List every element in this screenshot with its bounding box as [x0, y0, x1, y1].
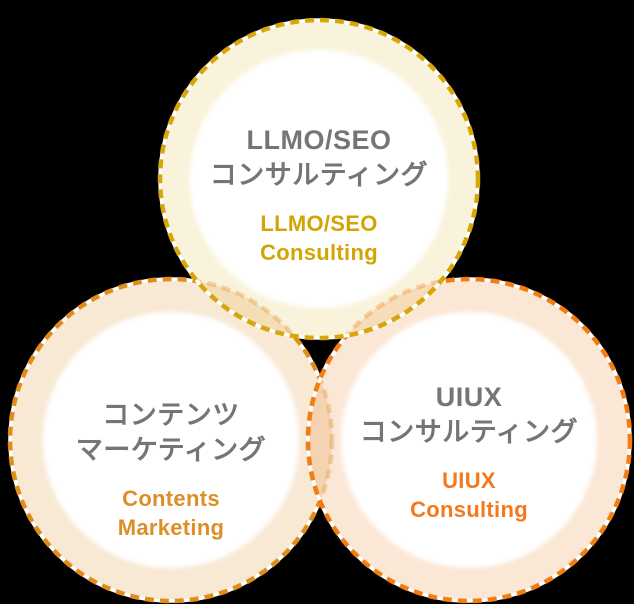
border-uiux-consulting [305, 276, 633, 604]
inner-disc-contents-marketing [43, 312, 299, 568]
border-dash-llmo-seo [157, 17, 481, 341]
border-dash-uiux-consulting [305, 276, 633, 604]
inner-disc-uiux-consulting [341, 312, 597, 568]
border-contents-marketing [7, 276, 335, 604]
border-dash-contents-marketing [7, 276, 335, 604]
inner-disc-llmo-seo [190, 50, 448, 308]
